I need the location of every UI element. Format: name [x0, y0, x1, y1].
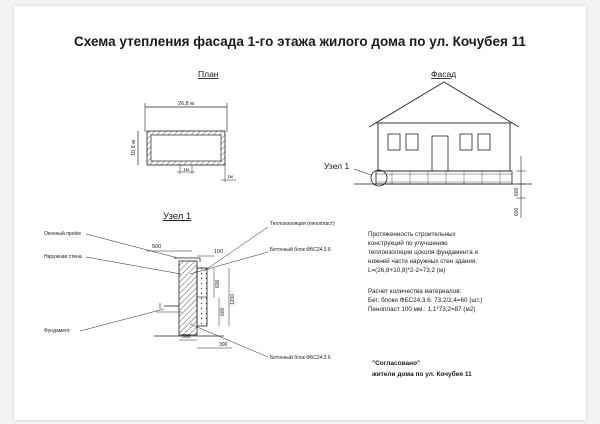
node-dim-block-upper: 600 — [215, 279, 221, 288]
node-dim-bottom-width: 600 — [182, 334, 191, 340]
facade-label: Фасад — [431, 69, 456, 79]
note-materials-blocks: Бет. блоки ФБС24.3.6: 73,2/2,4=60 (шт.) — [368, 296, 482, 304]
note-length-line-4: нижней части наружных стен здания: — [368, 257, 477, 265]
calculation-notes: Протяженность строительных конструкций п… — [368, 231, 482, 313]
note-length-line-2: конструкций по улучшению — [368, 239, 448, 247]
node-dim-insulation: 100 — [214, 249, 223, 255]
node-label-block-upper: Бетонный блок ФБС24.3.6 — [270, 246, 331, 253]
node-dim-total-height: 1200 — [230, 294, 236, 305]
node-wall-section — [178, 260, 198, 336]
facade-roof — [368, 81, 520, 128]
plan-label: План — [198, 69, 219, 79]
approval-title: "Согласовано" — [372, 360, 420, 367]
node-dim-top: 500 — [152, 244, 161, 250]
facade-insulated-base — [375, 170, 513, 185]
node-label-insulation: Теплоизоляция (пенопласт) — [270, 221, 335, 227]
facade-dim-b: 600 — [514, 207, 520, 216]
approval-subtitle: жители дома по ул. Кочубея 11 — [371, 370, 472, 378]
note-materials-heading: Расчет количества материалов: — [368, 288, 462, 295]
drawing-canvas: Схема утепления фасада 1-го этажа жилого… — [44, 34, 532, 378]
drawing-sheet: Схема утепления фасада 1-го этажа жилого… — [14, 6, 586, 420]
node-label-foundation: Фундамент — [44, 328, 71, 334]
plan-view: План 26,8 м 10,8 м 1м 1м — [131, 69, 236, 182]
node-dim-bottom-offset: 300 — [219, 342, 228, 348]
plan-dim-width: 26,8 м — [178, 101, 194, 107]
node-label-block-lower: Бетонный блок ФБС24.3.6 — [270, 354, 331, 361]
note-materials-foam: Пенопласт 100 мм.: 1,1*73,2=87 (м2) — [368, 306, 475, 313]
node-label: Узел 1 — [163, 211, 191, 222]
page-title: Схема утепления фасада 1-го этажа жилого… — [74, 34, 526, 49]
plan-dim-height: 10,8 м — [131, 140, 137, 156]
node-detail: Узел 1 500 100 600 1200 600 600 300 Окон… — [44, 211, 335, 361]
node-label-outer-wall: Наружная стена — [44, 254, 82, 260]
node-label-window-opening: Оконный проём — [44, 230, 81, 237]
plan-dim-gap-b: 1м — [227, 174, 233, 179]
note-length-line-3: теплоизоляции цоколя фундамента и — [368, 249, 478, 256]
plan-dim-gap-a: 1м — [183, 167, 189, 172]
note-length-line-1: Протяженность строительных — [368, 231, 457, 238]
facade-node-circle — [370, 169, 388, 187]
node-dim-block-lower: 600 — [220, 307, 226, 316]
approval-block: "Согласовано" жители дома по ул. Кочубея… — [371, 360, 472, 378]
note-length-formula: L=(26,8+10,8)*2-2=73,2 (м) — [368, 267, 445, 274]
facade-node-callout: Узел 1 — [324, 161, 349, 171]
facade-view: Фасад Узел 1 600 600 — [324, 69, 532, 218]
facade-dim-a: 600 — [514, 187, 520, 196]
